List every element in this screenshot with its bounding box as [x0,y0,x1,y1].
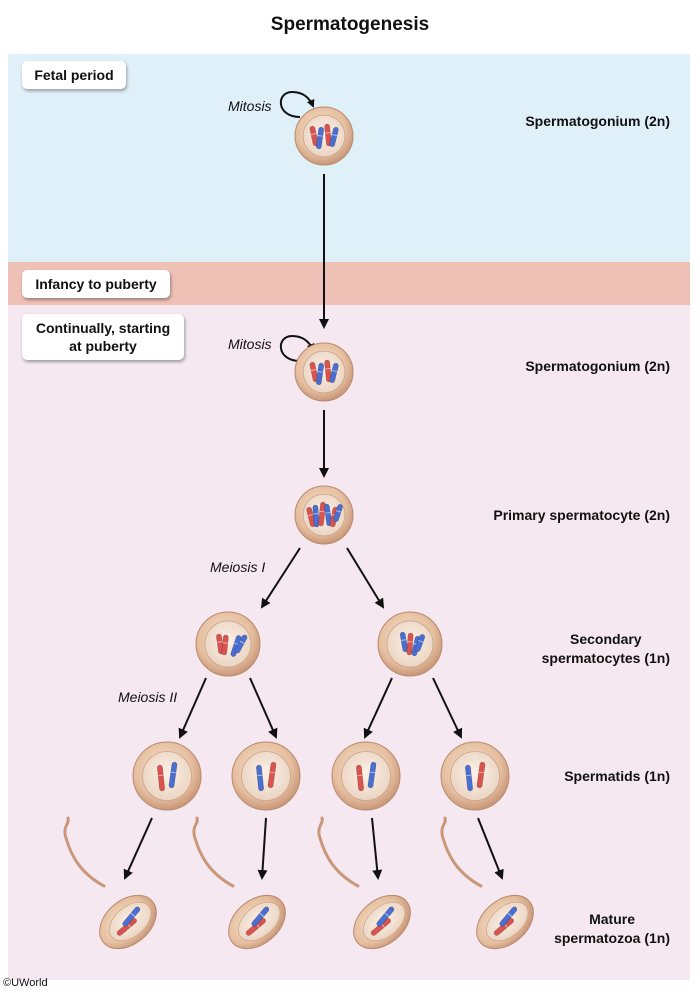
continually-puberty-label: Continually, starting at puberty [22,314,184,360]
spermatid-cell-4 [440,741,510,811]
stage-mature-spermatozoa: Mature spermatozoa (1n) [554,911,670,946]
mitosis-label-fetal: Mitosis [228,98,272,114]
arrow-maturation-1 [123,817,153,880]
stage-spermatids: Spermatids (1n) [564,768,670,784]
spermatogonium-fetal-cell [294,106,354,166]
secondary-spermatocyte-cell-left [195,611,261,677]
arrow-meiosis-ii-3 [363,677,393,739]
stage-secondary-spermatocytes: Secondary spermatocytes (1n) [541,631,670,666]
arrow-meiosis-i-left [260,547,301,609]
arrow-meiosis-ii-1 [178,677,207,739]
mitosis-loop-icon [279,90,315,118]
spermatogonium-puberty-cell [294,342,354,402]
stage-spermatogonium-fetal: Spermatogonium (2n) [525,113,670,129]
infancy-to-puberty-label: Infancy to puberty [22,270,170,298]
meiosis-ii-label: Meiosis II [118,689,178,705]
spermatozoon-2 [192,816,286,950]
primary-spermatocyte-cell [294,485,354,545]
secondary-spermatocyte-cell-right [377,611,443,677]
stage-primary-spermatocyte: Primary spermatocyte (2n) [493,507,670,523]
spermatid-cell-1 [132,741,202,811]
stage-spermatogonium-puberty: Spermatogonium (2n) [525,358,670,374]
mitosis-label-puberty: Mitosis [228,336,272,352]
arrow-meiosis-ii-2 [249,677,278,739]
meiosis-i-label: Meiosis I [210,559,266,575]
fetal-period-label: Fetal period [22,61,126,89]
spermatozoon-4 [440,816,534,950]
spermatozoon-3 [317,816,411,950]
diagram-title: Spermatogenesis [270,14,430,35]
spermatid-cell-3 [331,741,401,811]
mitosis-loop-icon-2 [279,334,315,362]
arrow-meiosis-ii-4 [432,677,463,739]
spermatid-cell-2 [231,741,301,811]
arrow-maturation-4 [477,817,504,880]
arrow-maturation-2 [257,817,268,880]
arrow-maturation-3 [371,817,383,880]
puberty-band [8,305,690,980]
copyright-credit: ©UWorld [3,977,48,989]
spermatozoon-1 [63,816,157,950]
arrow-meiosis-i-right [346,547,385,609]
